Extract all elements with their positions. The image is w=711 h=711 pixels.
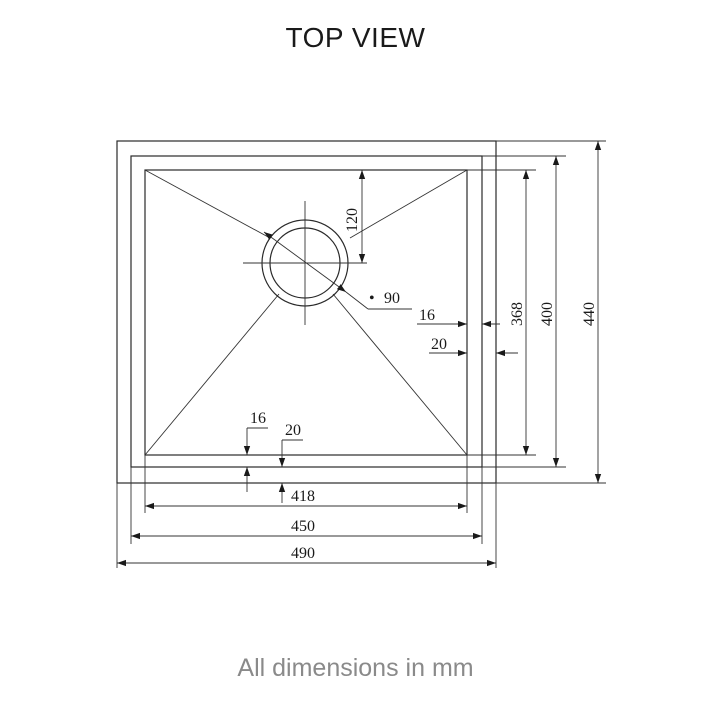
- outer-rim-outline: [116, 140, 497, 484]
- middle-rim-outline: [130, 155, 483, 468]
- height-inner-label: 368: [509, 302, 526, 326]
- slope-line-top-left: [144, 169, 271, 239]
- rim-bottom-20-label: 20: [285, 422, 301, 439]
- height-outer-label: 440: [581, 302, 598, 326]
- drain-diameter-symbol: •: [369, 290, 375, 307]
- units-note: All dimensions in mm: [237, 654, 474, 682]
- drain-offset-label: 120: [344, 208, 361, 232]
- rim-bottom-16-label: 16: [250, 410, 266, 427]
- drain-diameter-leader: [263, 231, 347, 293]
- rim-right-20-label: 20: [431, 336, 447, 353]
- width-inner-label: 418: [291, 488, 315, 505]
- slope-line-bottom-left: [144, 293, 280, 456]
- width-middle-label: 450: [291, 518, 315, 535]
- drain-diameter-leader-tail: [345, 291, 369, 310]
- page-title: TOP VIEW: [285, 22, 426, 53]
- slope-line-top-right: [349, 169, 468, 239]
- width-outer-label: 490: [291, 545, 315, 562]
- bowl-outline: [144, 169, 468, 456]
- slope-line-bottom-right: [332, 293, 468, 456]
- height-middle-label: 400: [539, 302, 556, 326]
- drain-diameter-label: 90: [384, 290, 400, 307]
- rim-right-16-label: 16: [419, 307, 435, 324]
